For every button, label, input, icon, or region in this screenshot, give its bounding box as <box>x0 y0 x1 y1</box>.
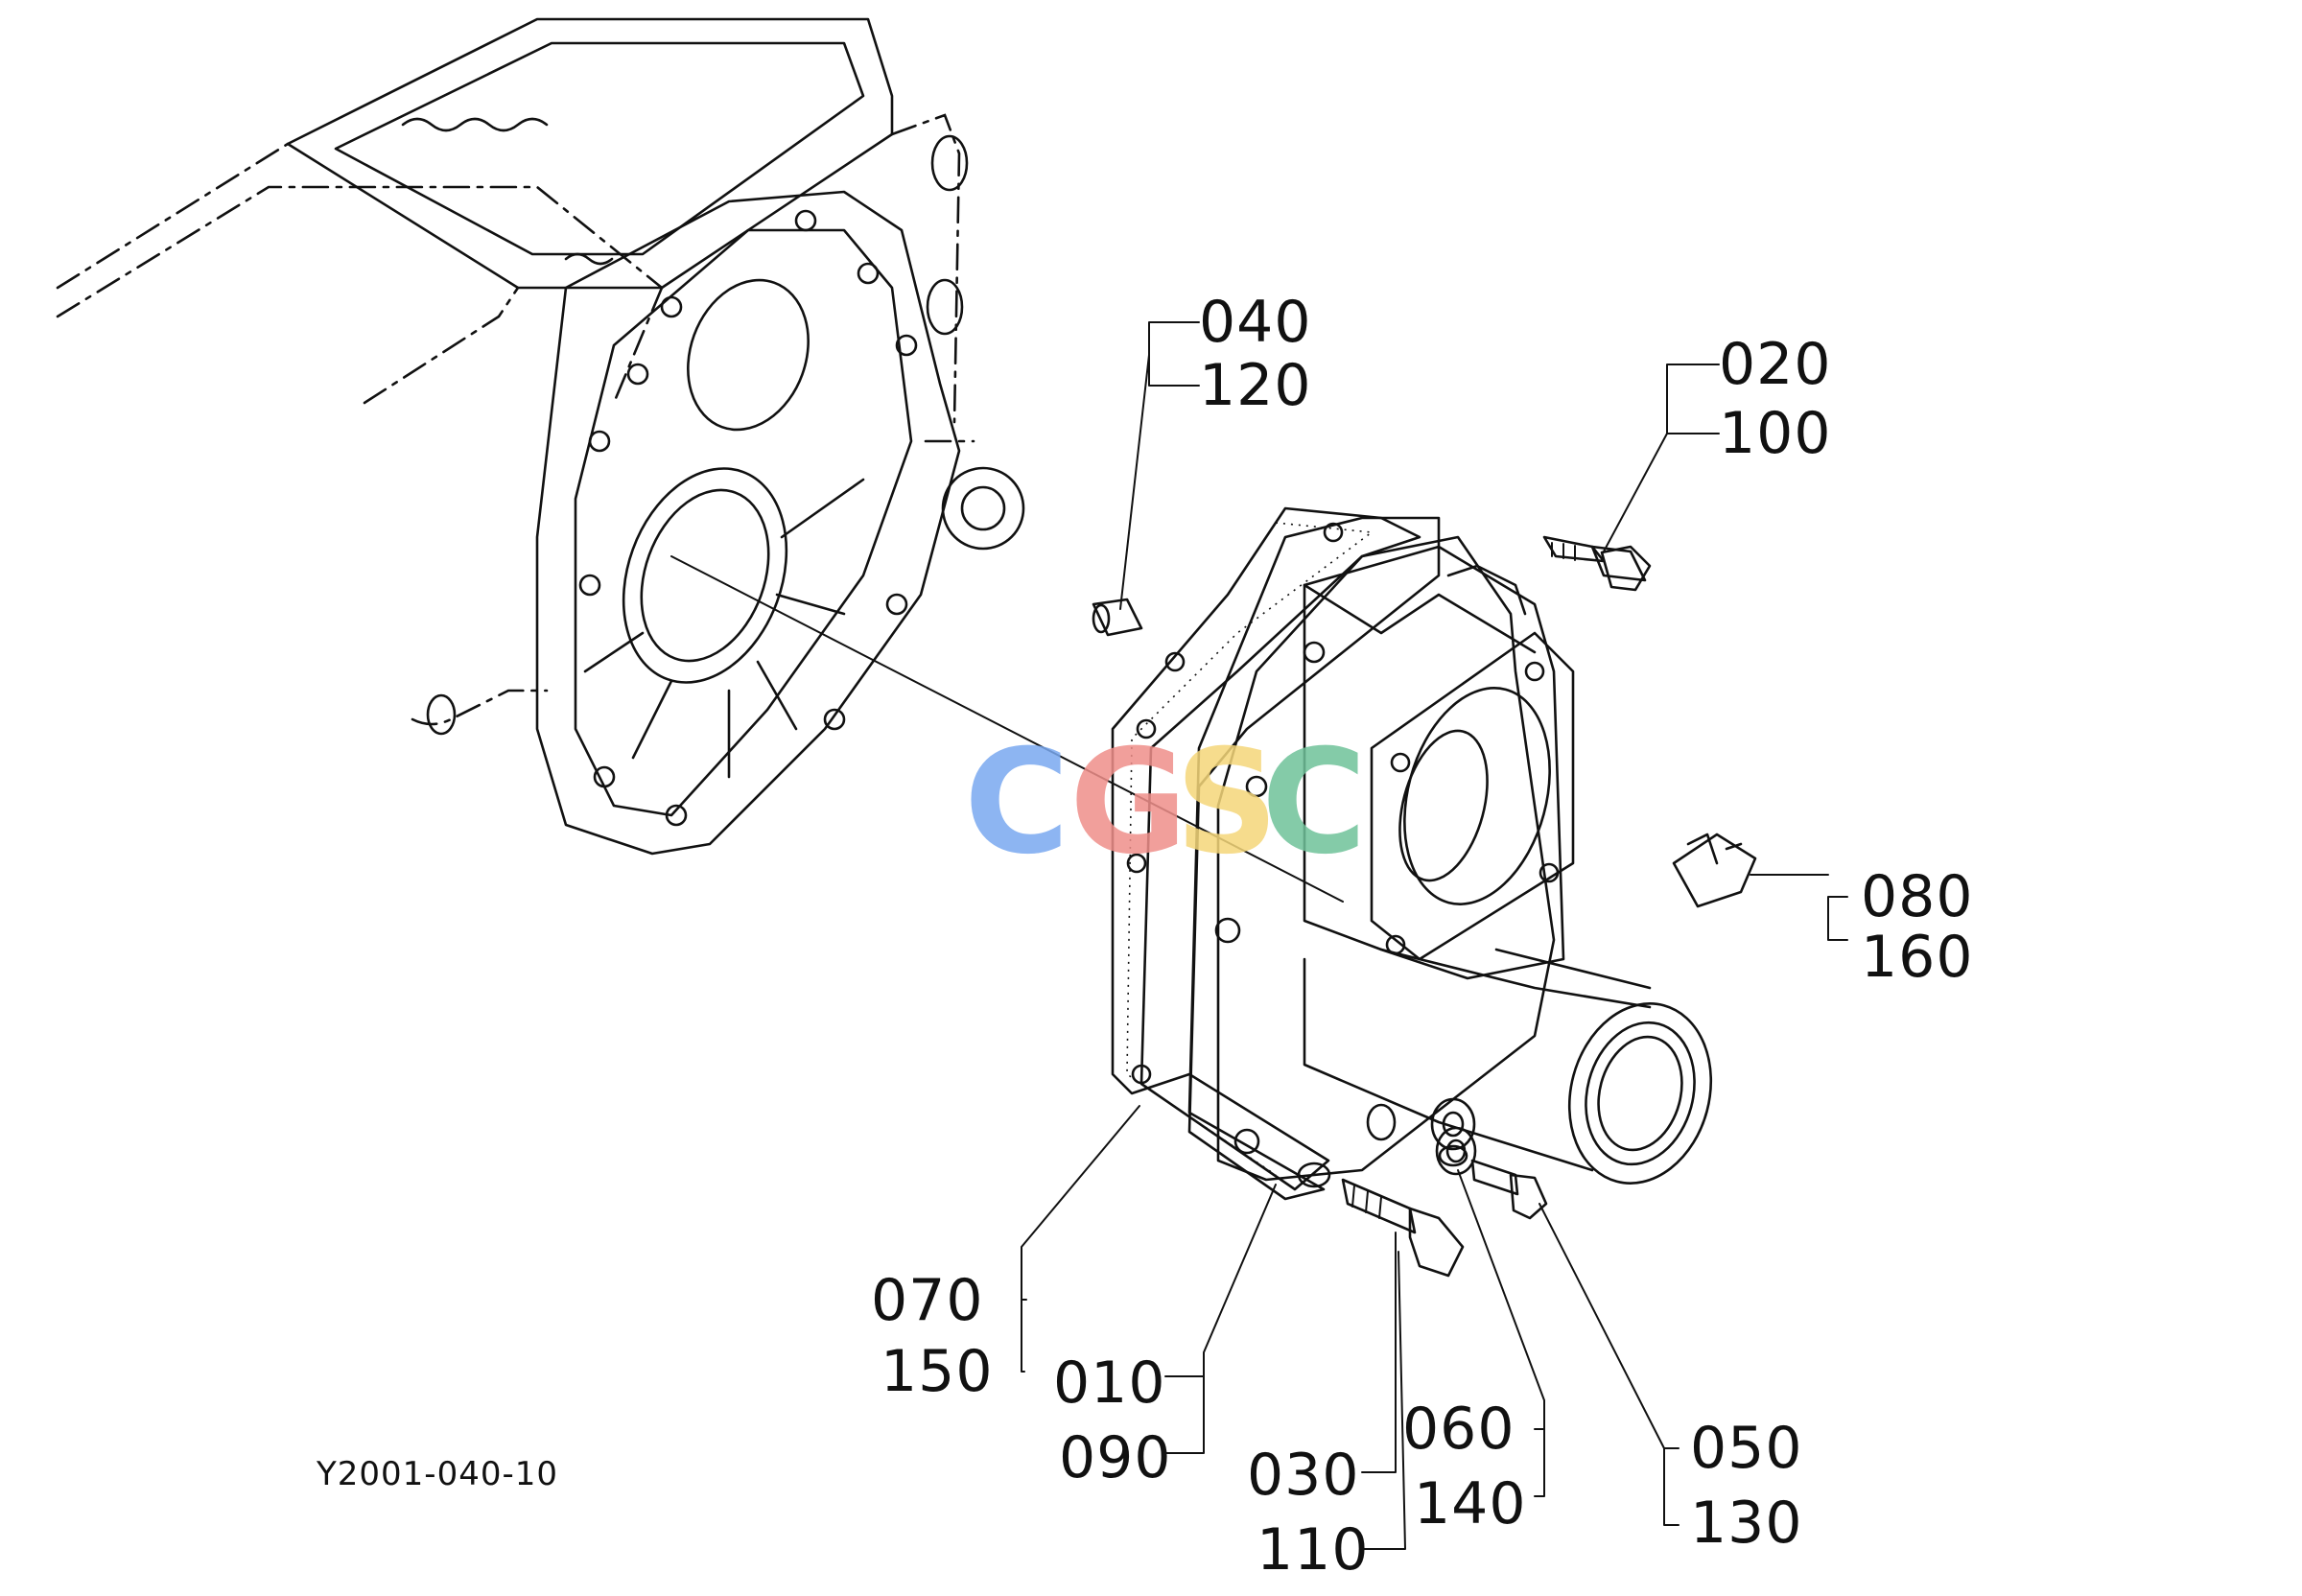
washer-drawing <box>1430 1097 1476 1167</box>
watermark-letter-c1: C <box>964 719 1069 886</box>
callout-130: 130 <box>1690 1490 1803 1557</box>
bolt-small-drawing <box>1470 1159 1548 1220</box>
callout-070: 070 <box>871 1267 984 1334</box>
bolt-lower-drawing <box>1341 1178 1465 1278</box>
callout-110: 110 <box>1257 1516 1370 1584</box>
callout-160: 160 <box>1861 924 1974 991</box>
callout-050: 050 <box>1690 1415 1803 1482</box>
callout-090: 090 <box>1059 1424 1172 1491</box>
dowel-pin-drawing <box>1092 598 1143 637</box>
watermark-letter-g: G <box>1069 719 1187 886</box>
callout-010: 010 <box>1053 1350 1166 1417</box>
callout-080: 080 <box>1861 863 1974 930</box>
drawing-code: Y2001-040-10 <box>316 1455 558 1493</box>
leader-lines <box>1021 321 1848 1550</box>
callout-020: 020 <box>1719 331 1832 398</box>
cover-housing-drawing <box>1187 516 1713 1201</box>
bolt-upper-drawing <box>1542 535 1652 592</box>
callout-120: 120 <box>1199 352 1312 419</box>
plug-fastener-drawing <box>1672 833 1757 908</box>
callout-140: 140 <box>1414 1470 1527 1537</box>
callout-labels: 040 120 020 100 080 160 070 150 010 090 … <box>871 289 1974 1584</box>
callout-100: 100 <box>1719 400 1832 467</box>
gasket-drawing <box>1111 506 1421 1191</box>
assembly-axis-line <box>670 555 1344 903</box>
seal-ring-drawing <box>1435 1126 1477 1176</box>
callout-030: 030 <box>1247 1442 1360 1509</box>
callout-040: 040 <box>1199 289 1312 356</box>
watermark-letter-s: S <box>1175 719 1279 886</box>
watermark-logo: C G S C <box>964 719 1367 886</box>
callout-150: 150 <box>881 1338 994 1405</box>
transmission-case-drawing <box>56 17 1025 856</box>
callout-060: 060 <box>1402 1396 1515 1463</box>
watermark-letter-c2: C <box>1261 719 1367 886</box>
